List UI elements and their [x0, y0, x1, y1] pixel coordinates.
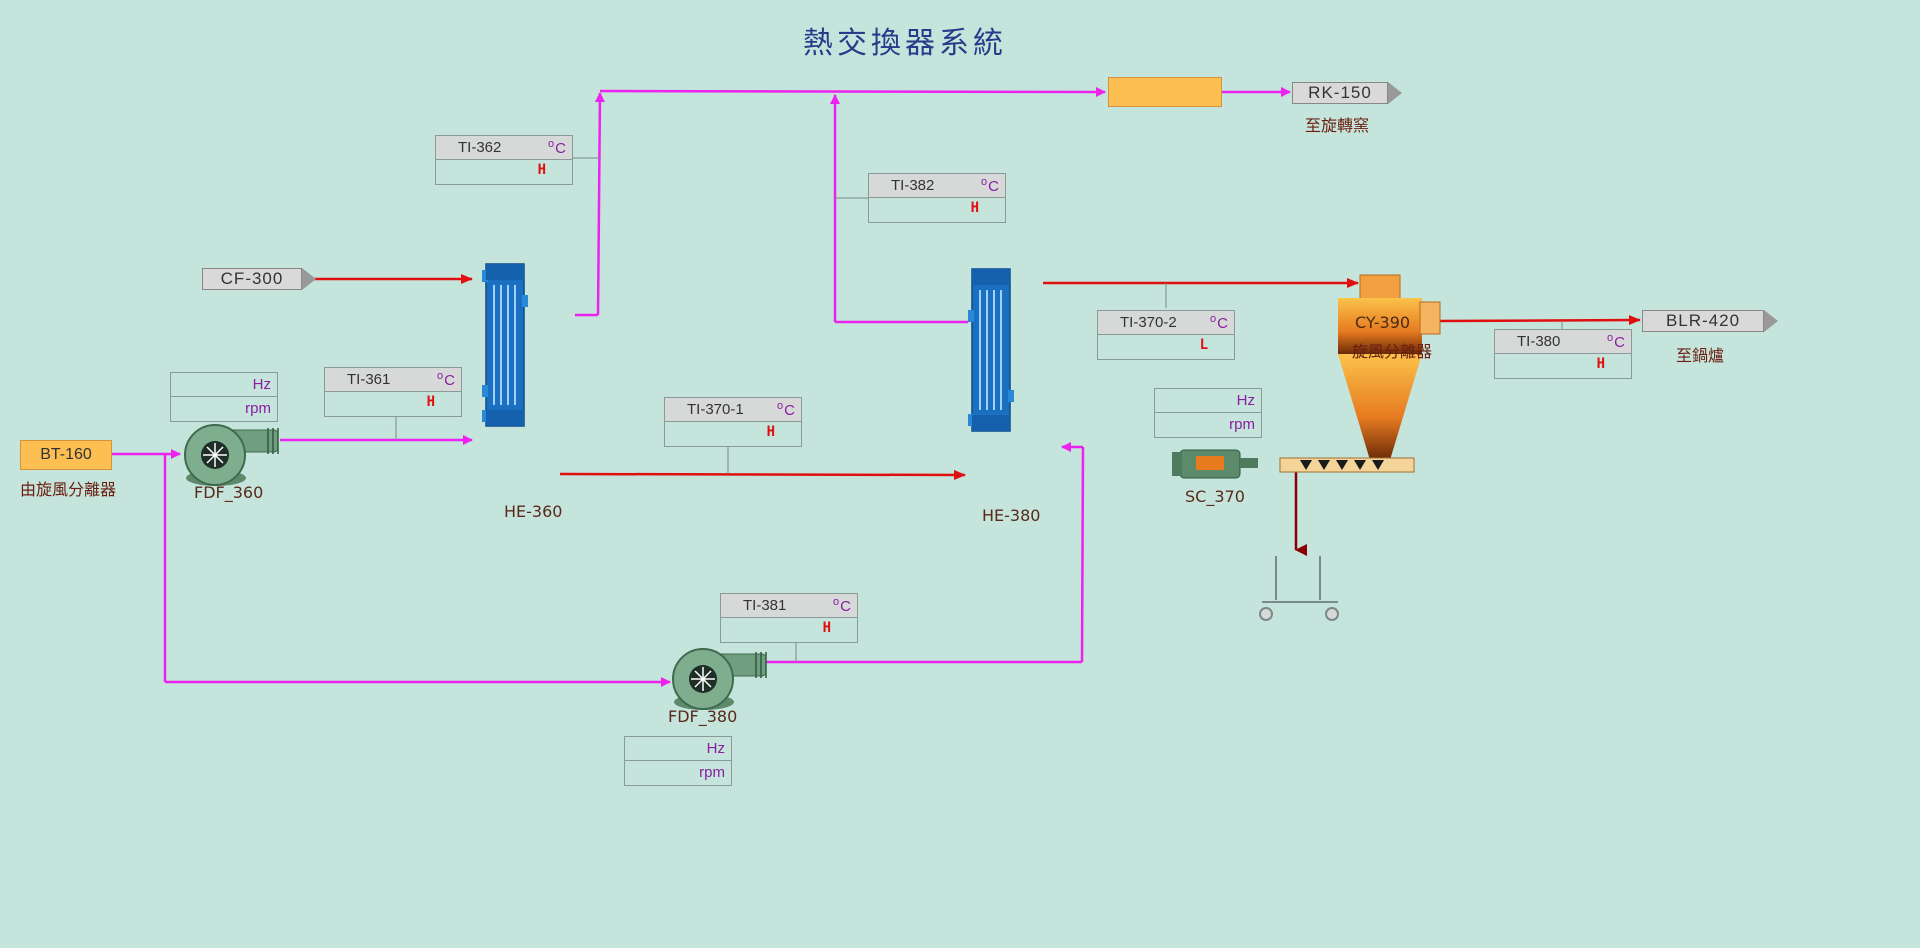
instrument-unit: oC: [981, 176, 999, 195]
speed-readout: rpm: [625, 760, 731, 784]
instrument-value: H: [970, 200, 979, 216]
destination-blr420-label: BLR-420: [1642, 310, 1764, 332]
cyclone-cy390-label: CY-390: [1355, 313, 1411, 332]
instrument-ti362[interactable]: TI-362 oC H: [435, 135, 573, 185]
instrument-ti380[interactable]: TI-380 oC H: [1494, 329, 1632, 379]
drive-sc370-readout[interactable]: Hz rpm: [1154, 388, 1262, 438]
heat-exchanger-he380-icon: [968, 268, 1014, 432]
instrument-ti381[interactable]: TI-381 oC H: [720, 593, 858, 643]
speed-readout: rpm: [1155, 412, 1261, 436]
fan-fdf380-label: FDF_380: [668, 707, 738, 726]
frequency-readout: Hz: [706, 740, 725, 757]
instrument-unit: oC: [777, 400, 795, 419]
flow-arrow-icon: [302, 268, 316, 290]
instrument-tag: TI-380: [1517, 333, 1561, 350]
flow-arrow-icon: [1388, 82, 1402, 104]
fan-fdf360-icon: [184, 424, 279, 486]
instrument-value: H: [1596, 356, 1605, 372]
instrument-ti382[interactable]: TI-382 oC H: [868, 173, 1006, 223]
instrument-unit: oC: [1607, 332, 1625, 351]
instrument-tag: TI-381: [743, 597, 787, 614]
destination-blr420-caption: 至鍋爐: [1676, 346, 1725, 365]
source-bt160-label: BT-160: [40, 446, 92, 463]
flow-arrow-icon: [1764, 310, 1778, 332]
air-lines: [112, 86, 1291, 687]
heat-exchanger-he360-label: HE-360: [504, 502, 563, 521]
instrument-unit: oC: [833, 596, 851, 615]
source-bt160[interactable]: BT-160: [20, 440, 112, 470]
screw-conveyor-sc370-label: SC_370: [1185, 487, 1245, 506]
fan-fdf380-icon: [672, 648, 767, 710]
heat-exchanger-he360-icon: [482, 263, 528, 427]
instrument-value: H: [537, 162, 546, 178]
speed-readout: rpm: [171, 396, 277, 420]
collector-box[interactable]: [1108, 77, 1222, 107]
drive-fdf360-readout[interactable]: Hz rpm: [170, 372, 278, 422]
instrument-value: H: [766, 424, 775, 440]
cyclone-cy390-icon: [1338, 274, 1441, 466]
destination-rk150-label: RK-150: [1292, 82, 1388, 104]
instrument-unit: oC: [437, 370, 455, 389]
destination-blr420[interactable]: BLR-420: [1642, 310, 1778, 332]
hot-gas-lines: [312, 274, 1641, 480]
fan-fdf360-label: FDF_360: [194, 483, 264, 502]
instrument-unit: oC: [1210, 313, 1228, 332]
instrument-ti370-1[interactable]: TI-370-1 oC H: [664, 397, 802, 447]
instrument-ti361[interactable]: TI-361 oC H: [324, 367, 462, 417]
heat-exchanger-he380-label: HE-380: [982, 506, 1041, 525]
destination-rk150[interactable]: RK-150: [1292, 82, 1402, 104]
source-cf300[interactable]: CF-300: [202, 268, 316, 290]
frequency-readout: Hz: [1236, 392, 1255, 409]
screw-conveyor-sc370-icon: [1172, 449, 1415, 479]
frequency-readout: Hz: [252, 376, 271, 393]
instrument-unit: oC: [548, 138, 566, 157]
instrument-value: H: [426, 394, 435, 410]
instrument-tag: TI-370-2: [1120, 314, 1177, 331]
instrument-ti370-2[interactable]: TI-370-2 oC L: [1097, 310, 1235, 360]
instrument-tag: TI-362: [458, 139, 502, 156]
cyclone-cy390-caption: 旋風分離器: [1352, 342, 1433, 361]
page-title: 熱交換器系統: [803, 26, 1007, 61]
instrument-tag: TI-370-1: [687, 401, 744, 418]
instrument-tag: TI-361: [347, 371, 391, 388]
drive-fdf380-readout[interactable]: Hz rpm: [624, 736, 732, 786]
source-bt160-caption: 由旋風分離器: [20, 480, 117, 499]
instrument-value: L: [1199, 337, 1208, 353]
collection-cart-icon: [1259, 556, 1339, 621]
destination-rk150-caption: 至旋轉窯: [1305, 116, 1370, 135]
source-cf300-label: CF-300: [202, 268, 302, 290]
instrument-value: H: [822, 620, 831, 636]
instrument-tag: TI-382: [891, 177, 935, 194]
